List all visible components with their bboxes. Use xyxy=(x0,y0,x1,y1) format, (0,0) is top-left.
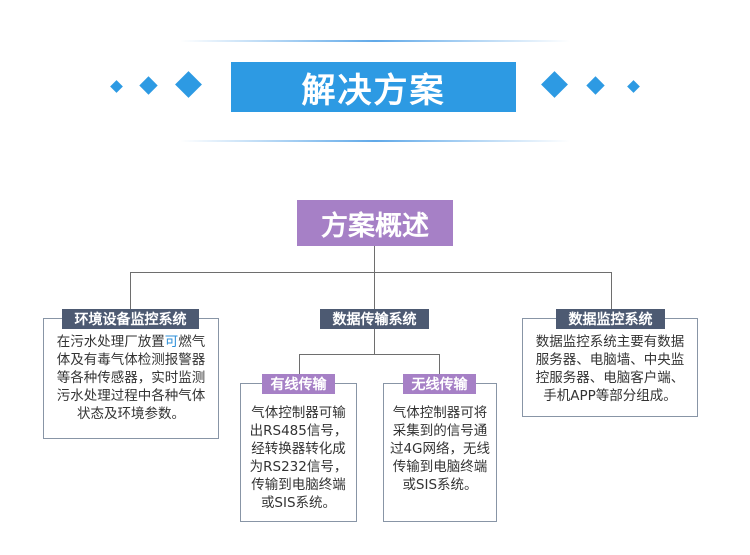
text-line: 气体控制器可输 xyxy=(251,405,346,421)
text-line: 等各种传感器，实时监测 xyxy=(56,370,206,386)
text-line: 状态及环境参数。 xyxy=(77,406,185,422)
text-line: 传输到电脑终端 xyxy=(251,477,346,493)
text-line: 手机APP等部分组成。 xyxy=(543,388,677,404)
text-line: 体及有毒气体检测报警器 xyxy=(56,352,206,368)
text-line: 在污水处理厂放置可燃气 xyxy=(56,334,206,350)
connector-line xyxy=(374,272,375,309)
wired-box xyxy=(240,383,357,522)
data-monitor-text: 数据监控系统主要有数据 服务器、电脑墙、中央监 控服务器、电脑客户端、 手机AP… xyxy=(522,333,698,405)
text-line: 或SIS系统。 xyxy=(402,477,478,493)
data-monitor-label: 数据监控系统 xyxy=(556,309,665,329)
connector-line xyxy=(374,327,375,354)
connector-line xyxy=(439,354,440,374)
diamond-decoration xyxy=(139,76,158,95)
text-line: 气体控制器可将 xyxy=(392,405,488,421)
text-line: 数据监控系统主要有数据 xyxy=(535,334,685,350)
connector-line xyxy=(374,246,375,272)
text-line: 采集到的信号通 xyxy=(392,423,488,439)
text-line: 或SIS系统。 xyxy=(260,495,337,511)
connector-line xyxy=(611,272,612,309)
wireless-text: 气体控制器可将 采集到的信号通 过4G网络，无线 传输到电脑终端 或SIS系统。 xyxy=(383,404,497,494)
text-line: 出RS485信号， xyxy=(249,423,348,439)
env-monitor-text: 在污水处理厂放置可燃气 体及有毒气体检测报警器 等各种传感器，实时监测 污水处理… xyxy=(43,333,219,423)
diamond-decoration xyxy=(175,71,202,98)
connector-line xyxy=(130,272,131,309)
bottom-glow-line xyxy=(180,140,570,142)
data-transfer-label: 数据传输系统 xyxy=(320,309,429,329)
text-line: 控服务器、电脑客户端、 xyxy=(535,370,685,386)
text-line: 经转换器转化成 xyxy=(251,441,346,457)
top-glow-line xyxy=(180,40,570,42)
text-line: 传输到电脑终端 xyxy=(392,459,488,475)
text-line: 服务器、电脑墙、中央监 xyxy=(535,352,685,368)
text-line: 过4G网络，无线 xyxy=(389,441,491,457)
diamond-decoration xyxy=(586,76,605,95)
env-monitor-box xyxy=(43,318,219,439)
env-monitor-label: 环境设备监控系统 xyxy=(62,309,199,329)
data-monitor-box xyxy=(522,318,698,417)
overview-node: 方案概述 xyxy=(297,200,453,246)
diamond-decoration xyxy=(110,80,123,93)
wired-label: 有线传输 xyxy=(262,374,335,394)
connector-line xyxy=(299,354,440,355)
wireless-box xyxy=(383,383,497,522)
text-line: 为RS232信号， xyxy=(249,459,348,475)
page-title: 解决方案 xyxy=(231,62,516,112)
wired-text: 气体控制器可输 出RS485信号， 经转换器转化成 为RS232信号， 传输到电… xyxy=(240,404,357,512)
diamond-decoration xyxy=(541,71,568,98)
connector-line xyxy=(130,272,612,273)
connector-line xyxy=(299,354,300,374)
diamond-decoration xyxy=(627,80,640,93)
wireless-label: 无线传输 xyxy=(403,374,476,394)
text-line: 污水处理过程中各种气体 xyxy=(56,388,206,404)
